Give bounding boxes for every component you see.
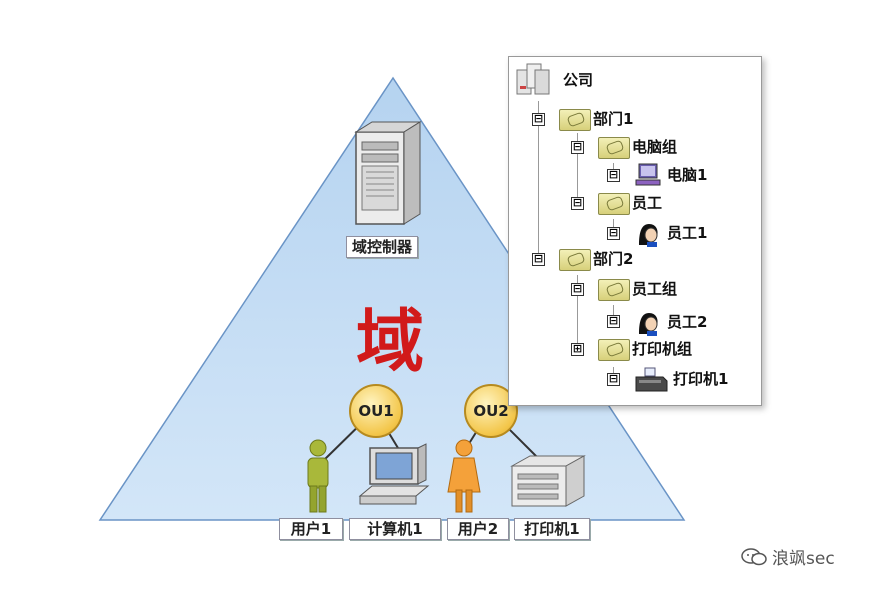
tree-staff-group-label: 员工组	[632, 279, 678, 298]
printer-icon	[510, 455, 586, 507]
printer1-label: 打印机1	[514, 518, 590, 540]
server-icon	[354, 121, 422, 225]
tree-pc1[interactable]: 电脑1	[633, 162, 707, 186]
tree-dept1[interactable]: 部门1	[559, 106, 634, 131]
printer-group-expand-toggle[interactable]: ⊞	[571, 342, 584, 356]
user-icon	[633, 310, 663, 336]
ou-folder-icon	[598, 337, 630, 361]
ou-folder-icon	[598, 277, 630, 301]
tree-printer-group[interactable]: 打印机组	[598, 336, 693, 361]
tree-staff1-label: 员工1	[667, 223, 708, 242]
staff2-collapse-toggle[interactable]: ⊟	[607, 314, 620, 328]
ou-tree-panel: 公司 ⊟ 部门1 ⊟ 电脑组 ⊟ 电脑1 ⊟ 员工 ⊟	[508, 56, 762, 406]
ou1-node: OU1	[349, 384, 403, 438]
pc-group-collapse-toggle[interactable]: ⊟	[571, 140, 584, 154]
tree-root-label: 公司	[563, 70, 594, 89]
user2-label: 用户2	[447, 518, 509, 540]
ou-folder-icon	[598, 191, 630, 215]
wechat-icon	[740, 547, 768, 567]
pc1-collapse-toggle[interactable]: ⊟	[607, 168, 620, 182]
user-male-icon	[307, 439, 329, 513]
tree-staff-label: 员工	[632, 193, 663, 212]
tree-staff[interactable]: 员工	[598, 190, 663, 215]
dept2-collapse-toggle[interactable]: ⊟	[532, 252, 545, 266]
ou-folder-icon	[598, 135, 630, 159]
watermark: 浪飒sec	[740, 544, 835, 569]
ou-folder-icon	[559, 107, 591, 131]
user-icon	[633, 221, 663, 247]
user-female-icon	[447, 439, 481, 513]
tree-staff2[interactable]: 员工2	[633, 309, 708, 336]
domain-title: 域	[356, 302, 425, 382]
tree-pc-group[interactable]: 电脑组	[598, 134, 678, 159]
tree-printer-group-label: 打印机组	[632, 339, 693, 358]
tree-pc-group-label: 电脑组	[632, 137, 678, 156]
watermark-text: 浪飒sec	[772, 549, 835, 569]
computer1-label: 计算机1	[349, 518, 441, 540]
tree-printer1[interactable]: 打印机1	[633, 366, 729, 392]
domain-controller-label: 域控制器	[346, 236, 418, 258]
tree-dept2[interactable]: 部门2	[559, 246, 634, 271]
staff1-collapse-toggle[interactable]: ⊟	[607, 226, 620, 240]
tree-dept1-label: 部门1	[593, 109, 634, 128]
tree-dept2-label: 部门2	[593, 249, 634, 268]
tree-root[interactable]: 公司	[515, 63, 594, 95]
tree-staff-group[interactable]: 员工组	[598, 276, 678, 301]
server-group-icon	[515, 63, 550, 95]
dept1-collapse-toggle[interactable]: ⊟	[532, 112, 545, 126]
tree-pc1-label: 电脑1	[667, 165, 708, 184]
staff-collapse-toggle[interactable]: ⊟	[571, 196, 584, 210]
ou-folder-icon	[559, 247, 591, 271]
printer-icon	[633, 367, 669, 392]
printer1-collapse-toggle[interactable]: ⊟	[607, 372, 620, 386]
tree-staff1[interactable]: 员工1	[633, 220, 708, 247]
tree-printer1-label: 打印机1	[673, 369, 729, 388]
staff-group-collapse-toggle[interactable]: ⊟	[571, 282, 584, 296]
computer-icon	[358, 443, 430, 505]
computer-icon	[633, 163, 663, 186]
user1-label: 用户1	[279, 518, 343, 540]
tree-staff2-label: 员工2	[667, 312, 708, 331]
